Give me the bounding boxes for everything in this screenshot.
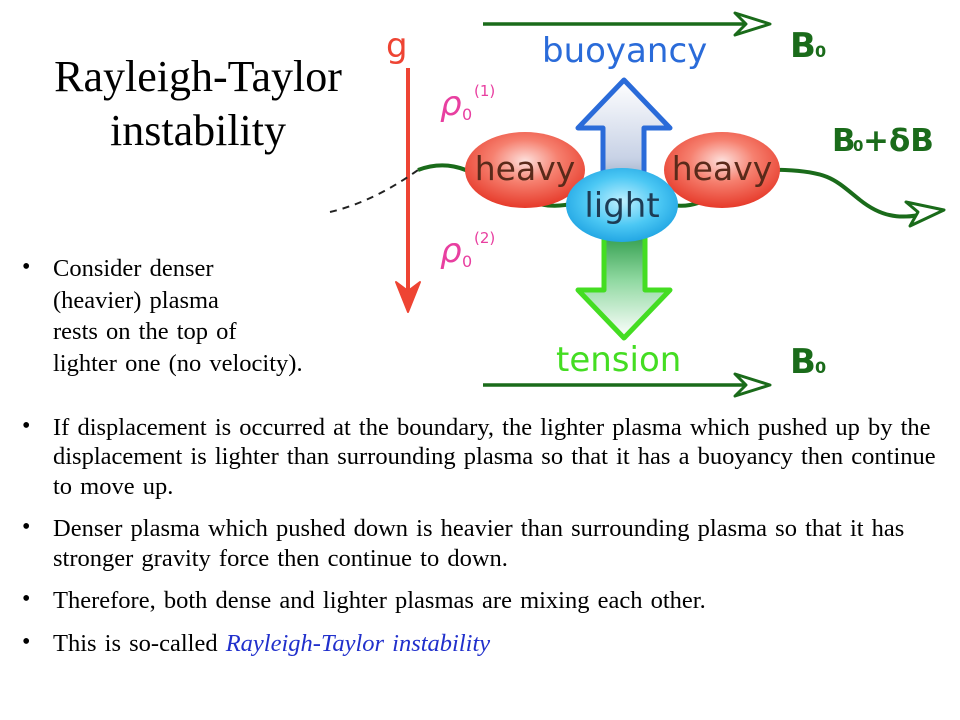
svg-text:(1): (1) [474,82,495,100]
bullet-item: Denser plasma which pushed down is heavi… [22,513,957,573]
field-line-top [483,11,772,37]
bullet-list-intro: Consider denser (heavier) plasma rests o… [22,252,382,379]
label-b0-bottom: B 0 [790,342,826,382]
bullet-item: Consider denser (heavier) plasma rests o… [22,252,382,379]
label-b0-top: B 0 [790,26,826,66]
bullet-text-line: Consider denser [53,255,214,282]
bullet-text-prefix: This is so-called [53,630,226,658]
bullet-text-line: rests on the top of [53,318,237,346]
slide-title: Rayleigh-Taylor instability [20,50,376,157]
label-b0-delta-b: B 0 +δB [832,123,934,159]
svg-text:(2): (2) [474,229,495,247]
rayleigh-taylor-diagram: B 0 buoyancy g ρ 0 (1) ρ 0 (2) heavy hea… [329,11,946,398]
heavy-blob-right: heavy [664,132,780,208]
label-light: light [584,186,659,226]
bullet-item: Therefore, both dense and lighter plasma… [22,585,957,615]
gravity-arrow [395,68,421,313]
bullet-text: Therefore, both dense and lighter plasma… [53,586,706,614]
heavy-blob-left: heavy [465,132,585,208]
label-heavy-left: heavy [475,149,576,188]
label-heavy-right: heavy [672,149,773,188]
svg-text:0: 0 [462,252,472,271]
field-line-bottom [483,372,772,398]
bullet-item: This is so-called Rayleigh-Taylor instab… [22,628,957,658]
label-gravity: g [386,26,408,66]
bullet-list-explanation: If displacement is occurred at the bound… [22,412,957,672]
bullet-text-line: lighter one (no velocity). [53,349,303,377]
svg-text:B: B [832,123,856,159]
light-blob: light [566,168,678,242]
label-rho-lower: ρ 0 (2) [440,229,495,271]
svg-text:0: 0 [815,42,826,61]
svg-text:ρ: ρ [440,231,462,271]
slide-title-line-1: Rayleigh-Taylor [54,52,342,101]
svg-text:0: 0 [462,105,472,124]
label-buoyancy: buoyancy [542,31,707,71]
bullet-text-line: (heavier) plasma [53,286,219,314]
tension-arrow [575,229,673,341]
emphasis-term: Rayleigh-Taylor instability [225,630,491,658]
svg-text:0: 0 [853,137,863,155]
bullet-text: Denser plasma which pushed down is heavi… [53,515,905,572]
bullet-text: If displacement is occurred at the bound… [53,414,936,500]
label-rho-upper: ρ 0 (1) [440,82,495,124]
svg-text:B: B [790,26,816,66]
svg-text:ρ: ρ [440,84,462,124]
svg-text:0: 0 [815,358,826,377]
bullet-item: If displacement is occurred at the bound… [22,412,957,501]
svg-text:B: B [790,342,816,382]
slide-title-line-2: instability [110,105,286,155]
label-tension: tension [556,340,681,380]
svg-text:+δB: +δB [863,123,934,159]
